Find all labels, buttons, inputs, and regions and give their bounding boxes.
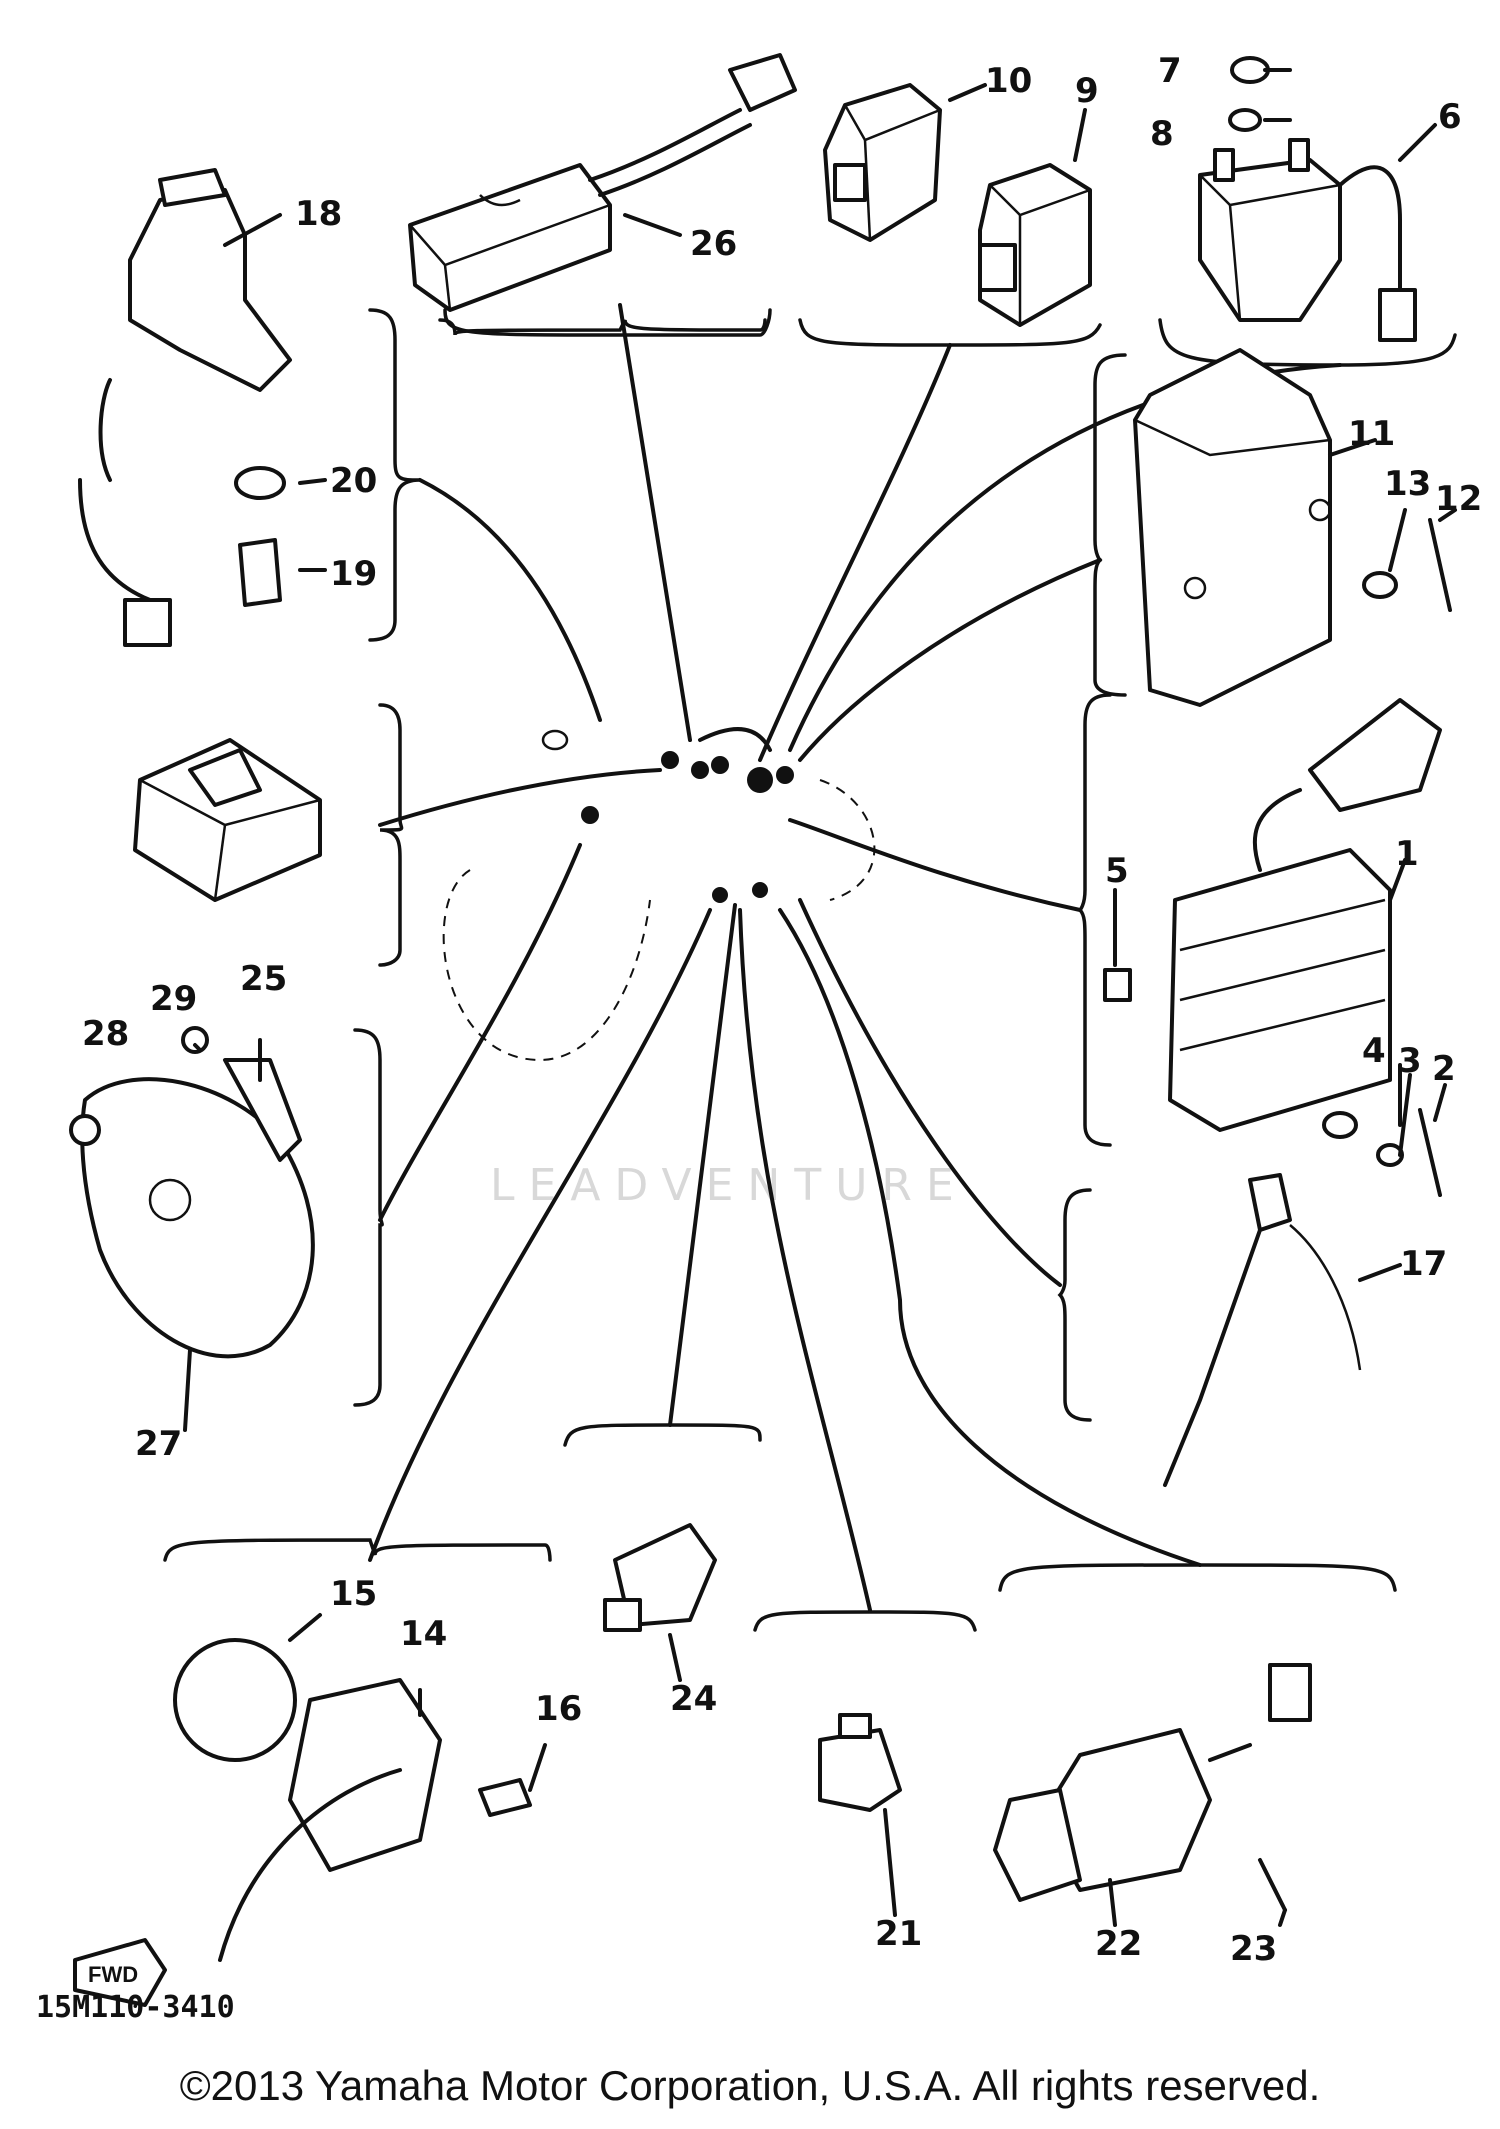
part-1-rectifier [1103, 698, 1442, 1197]
callout-18: 18 [295, 194, 342, 234]
copyright-notice: ©2013 Yamaha Motor Corporation, U.S.A. A… [179, 2062, 1321, 2109]
part-24-sensor [603, 1523, 717, 1632]
callout-11: 11 [1348, 414, 1395, 454]
callout-26: 26 [690, 224, 737, 264]
part-10-relay [823, 83, 942, 242]
callout-9: 9 [1075, 71, 1099, 111]
callout-5: 5 [1105, 851, 1129, 891]
callout-25: 25 [240, 959, 287, 999]
part-25-flasher [133, 738, 322, 902]
callout-6: 6 [1438, 97, 1462, 137]
callout-numbers: 1 2 3 4 5 6 7 8 9 10 11 12 13 14 15 16 1… [82, 51, 1482, 1969]
callout-23: 23 [1230, 1929, 1277, 1969]
callout-21: 21 [875, 1914, 922, 1954]
callout-24: 24 [670, 1679, 717, 1719]
part-6-starter-relay [1198, 56, 1417, 342]
part-9-relay [978, 163, 1092, 327]
part-26-cdi-unit [408, 53, 797, 312]
part-21-oil-switch [818, 1713, 902, 1812]
callout-12: 12 [1435, 479, 1482, 519]
callout-leaders [183, 68, 1457, 1927]
callout-15: 15 [330, 1574, 377, 1614]
callout-29: 29 [150, 979, 197, 1019]
callout-1: 1 [1395, 834, 1419, 874]
part-11-regulator [1133, 348, 1452, 707]
callout-14: 14 [400, 1614, 447, 1654]
callout-17: 17 [1400, 1244, 1447, 1284]
callout-2: 2 [1432, 1049, 1456, 1089]
callout-4: 4 [1362, 1031, 1386, 1071]
part-22-starter-motor [993, 1663, 1312, 1912]
central-hub [442, 727, 876, 1062]
callout-28: 28 [82, 1014, 129, 1054]
part-18-main-switch [78, 168, 292, 647]
callout-22: 22 [1095, 1924, 1142, 1964]
callout-7: 7 [1158, 51, 1182, 91]
braces [163, 308, 1457, 1632]
callout-16: 16 [535, 1689, 582, 1729]
diagram-code: 15M110-3410 [36, 1990, 235, 2025]
part-14-neutral-switch: FWD [73, 1638, 532, 2007]
callout-27: 27 [135, 1424, 182, 1464]
part-17-sensor [1163, 1173, 1362, 1487]
callout-3: 3 [1398, 1041, 1422, 1081]
callout-19: 19 [330, 554, 377, 594]
callout-20: 20 [330, 461, 377, 501]
callout-8: 8 [1150, 114, 1174, 154]
callout-13: 13 [1384, 464, 1431, 504]
callout-10: 10 [985, 61, 1032, 101]
leader-lines [368, 303, 1342, 1612]
part-27-horn [69, 1026, 315, 1359]
fwd-label: FWD [88, 1962, 138, 1987]
